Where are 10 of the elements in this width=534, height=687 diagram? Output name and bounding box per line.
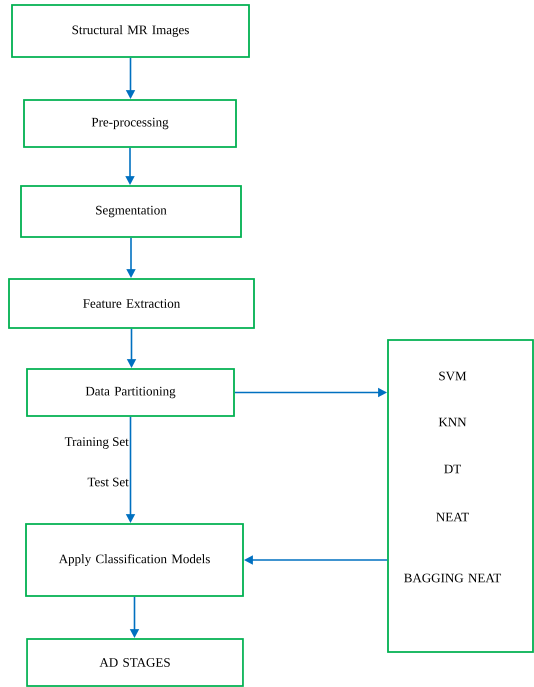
set-label: Test Set bbox=[88, 478, 129, 486]
process-box: Data Partitioning bbox=[26, 368, 235, 417]
process-box: AD STAGES bbox=[26, 638, 244, 687]
model-list-box: SVM KNN DT NEAT BAGGING NEAT bbox=[387, 339, 534, 653]
process-box: Apply Classification Models bbox=[25, 523, 244, 597]
process-box: Feature Extraction bbox=[8, 278, 255, 329]
process-box: Pre-processing bbox=[23, 99, 237, 148]
set-label: Training Set bbox=[64, 437, 129, 449]
process-box: Segmentation bbox=[20, 185, 242, 238]
process-box: Structural MR Images bbox=[11, 4, 250, 58]
